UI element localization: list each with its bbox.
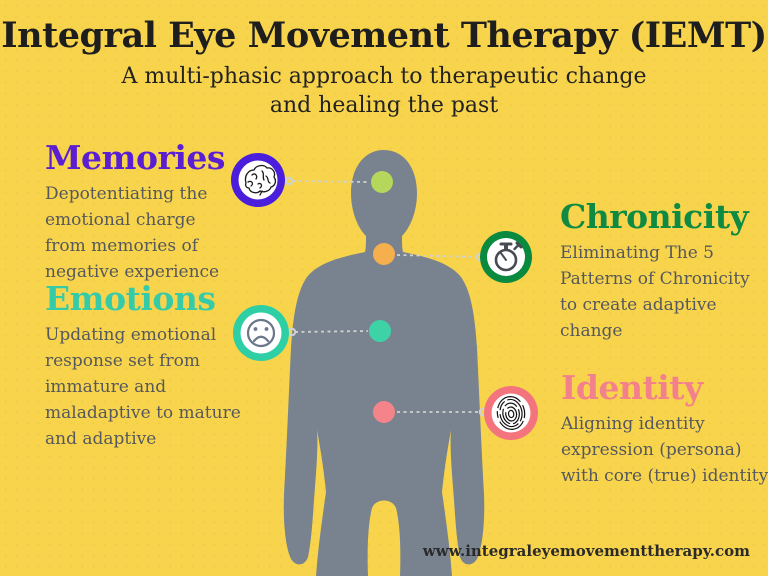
section-chronicity: Chronicity Eliminating The 5 Patterns of…: [560, 200, 768, 344]
memories-connector-ring: [284, 176, 294, 186]
emotions-body-dot: [369, 320, 391, 342]
emotions-heading: Emotions: [45, 279, 216, 318]
subtitle-line-2: and healing the past: [269, 92, 499, 118]
sad-face-icon: [233, 305, 289, 361]
section-identity: Identity Aligning identity expression (p…: [561, 371, 768, 489]
website-url: www.integraleyemovementtherapy.com: [422, 542, 750, 560]
memories-connector-line: [291, 180, 370, 183]
chronicity-heading: Chronicity: [560, 197, 749, 236]
subtitle-line-1: A multi-phasic approach to therapeutic c…: [121, 64, 647, 90]
brain-icon: [231, 153, 285, 207]
page-title: Integral Eye Movement Therapy (IEMT): [1, 15, 767, 56]
chronicity-connector-line: [396, 254, 478, 258]
emotions-description: Updating emotional response set from imm…: [45, 325, 241, 449]
identity-heading: Identity: [561, 368, 703, 407]
section-emotions: Emotions Updating emotional response set…: [45, 282, 241, 452]
memories-body-dot: [371, 171, 393, 193]
chronicity-body-dot: [373, 243, 395, 265]
emotions-connector-line: [294, 330, 369, 333]
connector-lines: [291, 180, 480, 413]
identity-body-dot: [373, 401, 395, 423]
emotions-connector-ring: [287, 327, 297, 337]
header: Integral Eye Movement Therapy (IEMT) A m…: [0, 15, 768, 120]
page-subtitle: A multi-phasic approach to therapeutic c…: [0, 63, 768, 120]
stopwatch-icon: [480, 231, 532, 283]
memories-description: Depotentiating the emotional charge from…: [45, 184, 220, 282]
human-silhouette: [283, 150, 485, 576]
chronicity-description: Eliminating The 5 Patterns of Chronicity…: [560, 243, 750, 341]
fingerprint-icon: [484, 386, 538, 440]
identity-description: Aligning identity expression (persona) w…: [561, 414, 768, 486]
section-memories: Memories Depotentiating the emotional ch…: [45, 141, 230, 285]
memories-heading: Memories: [45, 138, 225, 177]
